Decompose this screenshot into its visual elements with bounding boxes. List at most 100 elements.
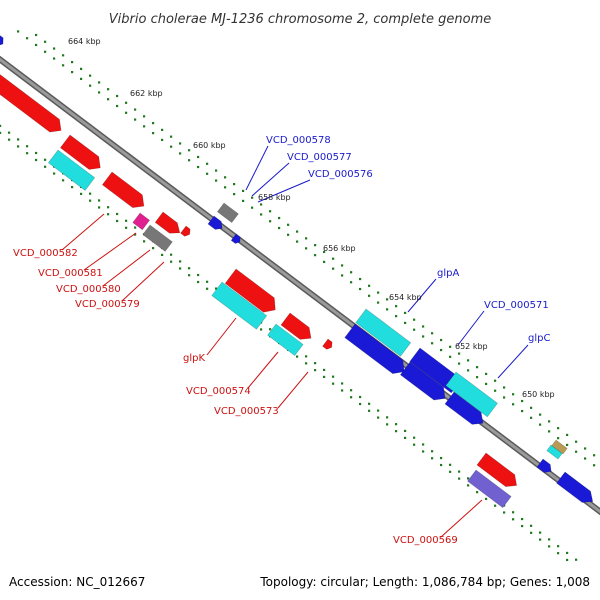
track-dot — [323, 250, 326, 254]
track-dot — [188, 159, 191, 162]
track-dot — [359, 402, 362, 406]
track-dot — [143, 125, 146, 128]
track-dot — [476, 491, 479, 494]
track-dot — [224, 176, 227, 179]
gene-feature — [154, 211, 181, 234]
track-dot — [449, 463, 452, 466]
track-dot — [44, 40, 47, 43]
track-dot — [404, 436, 407, 440]
track-dot — [278, 226, 281, 230]
track-dot — [368, 409, 371, 412]
track-dot — [467, 369, 470, 372]
track-dot — [161, 138, 164, 141]
track-dot — [350, 396, 353, 399]
track-dot — [251, 196, 254, 199]
gene-feature — [224, 268, 276, 313]
track-dot — [350, 271, 353, 274]
gene-feature — [59, 134, 101, 170]
track-dot — [116, 94, 119, 98]
track-dot — [98, 81, 101, 84]
track-dot — [476, 376, 479, 379]
gene-feature — [399, 361, 446, 401]
track-dot — [377, 416, 380, 419]
track-dot — [206, 287, 209, 290]
track-dot — [458, 352, 461, 355]
track-dot — [422, 325, 425, 328]
track-dot — [278, 216, 281, 220]
track-dot — [44, 158, 47, 161]
track-dot — [125, 111, 128, 114]
track-dot — [341, 382, 344, 385]
track-dot — [575, 450, 578, 453]
track-dot — [350, 281, 353, 284]
gene-feature — [216, 202, 239, 224]
tick-label: 650 kbp — [522, 390, 555, 399]
track-dot — [494, 504, 497, 507]
track-dot — [98, 199, 101, 202]
track-dot — [197, 155, 200, 159]
track-dot — [404, 311, 407, 315]
track-dot — [503, 396, 506, 399]
track-dot — [332, 267, 335, 270]
track-dot — [287, 233, 290, 236]
track-dot — [269, 220, 272, 223]
gene-feature — [476, 452, 517, 487]
track-dot — [431, 342, 434, 345]
track-dot — [341, 274, 344, 277]
track-dot — [89, 84, 92, 87]
track-dot — [287, 223, 290, 226]
gene-feature — [280, 312, 312, 340]
track-dot — [449, 470, 452, 473]
label-leader-line — [102, 249, 151, 287]
track-dot — [125, 101, 128, 104]
track-dot — [539, 423, 542, 426]
track-dot — [584, 457, 587, 460]
track-dot — [305, 237, 308, 240]
track-dot — [215, 169, 218, 172]
track-dot — [35, 43, 38, 47]
track-dot — [566, 558, 569, 562]
track-dot — [548, 430, 551, 433]
track-dot — [332, 257, 335, 260]
track-dot — [125, 219, 128, 222]
track-dot — [530, 416, 533, 419]
track-dot — [134, 108, 137, 111]
track-dot — [107, 88, 110, 91]
track-dot — [422, 450, 425, 453]
track-dot — [215, 179, 218, 182]
gene-label: VCD_000579 — [75, 299, 140, 310]
track-dot — [152, 247, 155, 250]
track-dot — [98, 206, 101, 209]
track-dot — [26, 37, 29, 40]
track-dot — [584, 447, 587, 450]
track-dot — [296, 355, 299, 358]
track-dot — [413, 318, 416, 321]
track-dot — [566, 443, 569, 447]
track-dot — [197, 165, 200, 169]
track-dot — [557, 552, 560, 555]
track-dot — [296, 240, 299, 243]
track-dot — [233, 183, 236, 186]
gene-label: VCD_000578 — [266, 135, 331, 146]
kbp-tick-labels: 664 kbp 662 kbp 660 kbp 658 kbp 656 kbp … — [68, 37, 555, 399]
track-dot — [107, 213, 110, 216]
tick-label: 658 kbp — [258, 193, 291, 202]
track-dot — [512, 511, 515, 514]
track-dot — [305, 362, 308, 365]
gene-feature — [207, 215, 223, 230]
track-dot — [269, 328, 272, 331]
track-dot — [179, 142, 182, 145]
track-dot — [251, 206, 254, 209]
track-dot — [557, 437, 560, 440]
gene-label: VCD_000580 — [56, 284, 121, 295]
track-dot — [188, 149, 191, 152]
label-leader-line — [83, 232, 137, 271]
track-dot — [296, 230, 299, 233]
track-dot — [233, 193, 236, 196]
track-dot — [467, 359, 470, 362]
track-dot — [539, 538, 542, 541]
label-leader-line — [407, 278, 437, 313]
track-dot — [116, 219, 119, 223]
track-dot — [53, 57, 56, 60]
track-dot — [566, 551, 569, 555]
